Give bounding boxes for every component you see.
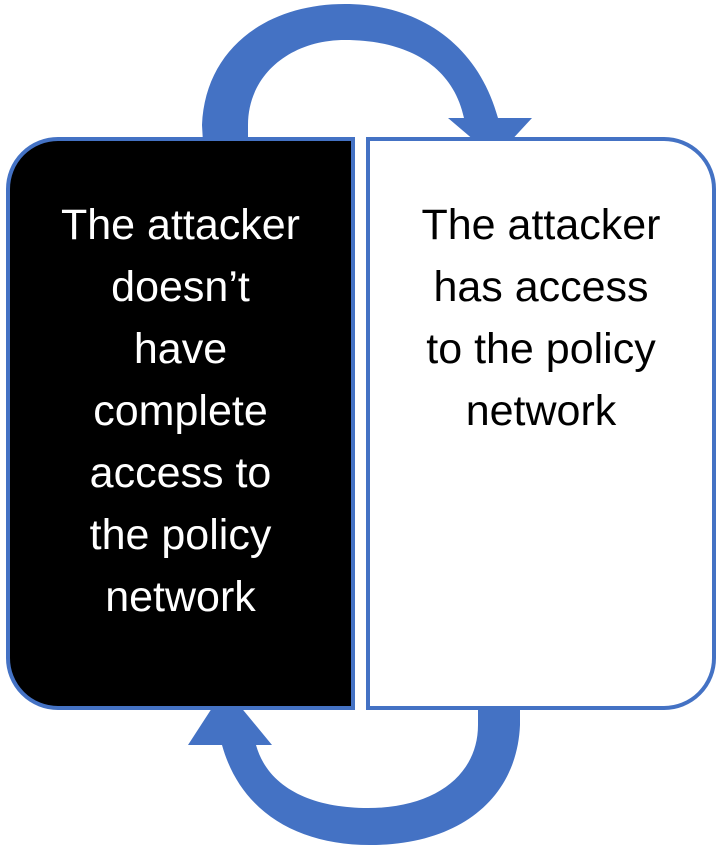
left-state-box: The attacker doesn’t have complete acces… bbox=[6, 137, 355, 710]
bottom-curved-arrow-icon bbox=[188, 688, 520, 845]
top-curved-arrow-icon bbox=[202, 4, 532, 160]
right-state-label: The attacker has access to the policy ne… bbox=[421, 201, 661, 435]
left-state-label: The attacker doesn’t have complete acces… bbox=[61, 201, 300, 621]
right-state-box: The attacker has access to the policy ne… bbox=[366, 137, 716, 710]
